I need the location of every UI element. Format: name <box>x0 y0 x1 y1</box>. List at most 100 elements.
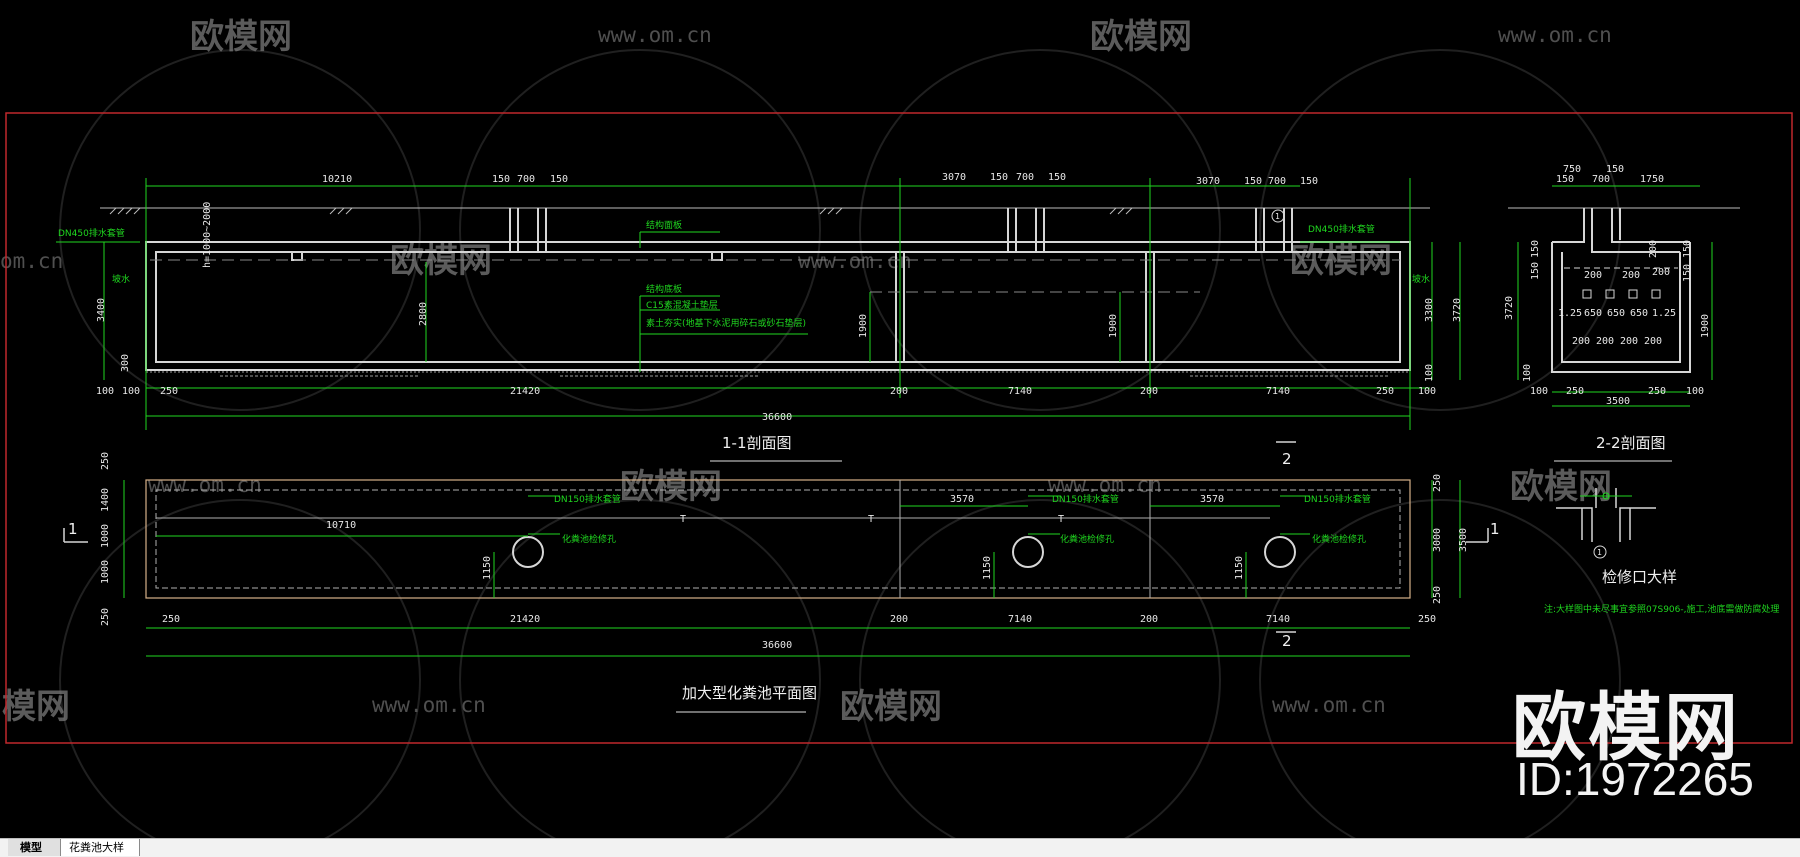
dim-text: 700 <box>1268 176 1286 187</box>
manhole-circle <box>1264 536 1296 568</box>
dim-text: 1750 <box>1640 174 1664 185</box>
gravel-bed <box>146 371 1410 377</box>
plan-outline <box>145 479 1411 599</box>
section-mark: 1 <box>1490 520 1500 538</box>
drawing-frame <box>5 112 1793 744</box>
dim-text: 650 <box>1630 308 1648 319</box>
section-1-title: 1-1剖面图 <box>722 434 792 452</box>
note-text: DN450排水套管 <box>1308 223 1375 235</box>
dim-text: 10710 <box>326 520 356 531</box>
dim-text: 2800 <box>418 302 429 326</box>
dim-text: 200 <box>1652 267 1670 278</box>
dim-text: 3000 <box>1432 528 1443 552</box>
dim-text: 150 <box>1556 174 1574 185</box>
note-text: 坡水 <box>1412 273 1430 285</box>
plan-view[interactable]: T T T 250 21420 200 7140 200 7140 250 <box>63 441 1500 713</box>
dim-text: 200 <box>1644 336 1662 347</box>
watermark-brand: 欧模网 <box>840 687 942 727</box>
dim-text: 150 <box>990 172 1008 183</box>
dim-text: 200 <box>1584 270 1602 281</box>
dim-text: 1000 <box>100 560 111 584</box>
dim-text: 3720 <box>1504 296 1515 320</box>
dim-text: 10210 <box>322 174 352 185</box>
dim-text: 700 <box>1592 174 1610 185</box>
dim-text: 200 <box>1596 336 1614 347</box>
dim-text: 250 <box>160 386 178 397</box>
resource-id: ID:1972265 <box>1516 753 1754 805</box>
watermark-layer: 欧模网 www.om.cn 欧模网 www.om.cn om.cn 欧模网 ww… <box>0 17 1612 727</box>
note-text: DN150排水套管 <box>1304 493 1371 505</box>
dim-text: 150 <box>1300 176 1318 187</box>
dim-text: 250 <box>1376 386 1394 397</box>
dim-text: 200 <box>1140 614 1158 625</box>
dim-text: 1000 <box>100 524 111 548</box>
dim-text: 7140 <box>1266 614 1290 625</box>
note-text: 素土夯实(地基下水泥用碎石或砂石垫层) <box>646 317 806 329</box>
dim-text: 250 <box>1418 614 1436 625</box>
dim-text: 150 <box>1530 240 1541 258</box>
watermark-url: www.om.cn <box>1048 473 1162 497</box>
dim-text: 3570 <box>950 494 974 505</box>
dim-text: 1150 <box>1234 556 1245 580</box>
note-text: DN150排水套管 <box>554 493 621 505</box>
dim-text: 250 <box>1432 474 1443 492</box>
dim-text: 650 <box>1584 308 1602 319</box>
dim-text: 3400 <box>96 298 107 322</box>
brand-watermark: 欧模网 <box>1512 685 1740 771</box>
section-2-title: 2-2剖面图 <box>1596 434 1666 452</box>
watermark-brand: 欧模网 <box>1510 467 1612 507</box>
dim-text: 100 <box>1418 386 1436 397</box>
manhole-circle <box>512 536 544 568</box>
manhole-detail[interactable]: 1 检修口大样 注:大样图中未尽事宜参照07S906-,施工,池底需做防腐处理 <box>1544 488 1779 615</box>
dim-text: 3070 <box>942 172 966 183</box>
dim-text: 1900 <box>858 314 869 338</box>
dim-text: 3500 <box>1606 396 1630 407</box>
watermark-url: www.om.cn <box>372 693 486 717</box>
tab-layout[interactable]: 花粪池大样 <box>60 839 140 856</box>
dim-text: 250 <box>162 614 180 625</box>
cad-drawing[interactable]: 欧模网 www.om.cn 欧模网 www.om.cn om.cn 欧模网 ww… <box>0 0 1800 838</box>
dim-text: 100 <box>1686 386 1704 397</box>
section-1-dimension-lines <box>103 178 1461 430</box>
dim-text: 100 <box>122 386 140 397</box>
dim-text: 750 <box>1563 164 1581 175</box>
dim-text: 1150 <box>982 556 993 580</box>
dim-text: 100 <box>96 386 114 397</box>
dim-text: 7140 <box>1266 386 1290 397</box>
watermark-brand: 欧模网 <box>390 241 492 281</box>
dim-text: 150 <box>1530 262 1541 280</box>
dim-text: 21420 <box>510 614 540 625</box>
dim-text: 250 <box>1648 386 1666 397</box>
section-1-1[interactable]: 10210 150 700 150 3070 150 700 150 3070 … <box>56 172 1463 462</box>
dim-text: 200 <box>1140 386 1158 397</box>
dim-text: 1400 <box>100 488 111 512</box>
detail-marker: 1 <box>1275 212 1280 221</box>
detail-title: 检修口大样 <box>1602 568 1677 586</box>
dim-text: 150 <box>492 174 510 185</box>
dim-text: 21420 <box>510 386 540 397</box>
note-text: 化粪池检修孔 <box>1060 533 1114 545</box>
dim-text: 700 <box>1016 172 1034 183</box>
note-text: 结构底板 <box>646 283 682 295</box>
dim-text: 300 <box>120 354 131 372</box>
dim-text: 3570 <box>1200 494 1224 505</box>
dim-text: 3720 <box>1452 298 1463 322</box>
note-text: DN450排水套管 <box>58 227 125 239</box>
dim-text: 150 <box>1244 176 1262 187</box>
cad-model-space[interactable]: 欧模网 www.om.cn 欧模网 www.om.cn om.cn 欧模网 ww… <box>0 0 1800 838</box>
note-text: 化粪池检修孔 <box>1312 533 1366 545</box>
note-text: 化粪池检修孔 <box>562 533 616 545</box>
dim-text: 250 <box>100 452 111 470</box>
note-text: C15素混凝土垫层 <box>646 299 718 311</box>
tab-model[interactable]: 模型 <box>8 839 72 856</box>
dim-text: 1.25 <box>1652 308 1676 319</box>
dim-text: 7140 <box>1008 614 1032 625</box>
dim-text: 650 <box>1607 308 1625 319</box>
watermark-brand: 欧模网 <box>1290 241 1392 281</box>
dim-text: 1900 <box>1700 314 1711 338</box>
watermark-url-partial: om.cn <box>0 249 63 273</box>
dim-text: 250 <box>1432 586 1443 604</box>
section-2-2[interactable]: 150 150 750 700 1750 150 150 3720 100 20… <box>1504 164 1740 462</box>
watermark-brand: 欧模网 <box>190 17 292 57</box>
dim-text: 3070 <box>1196 176 1220 187</box>
